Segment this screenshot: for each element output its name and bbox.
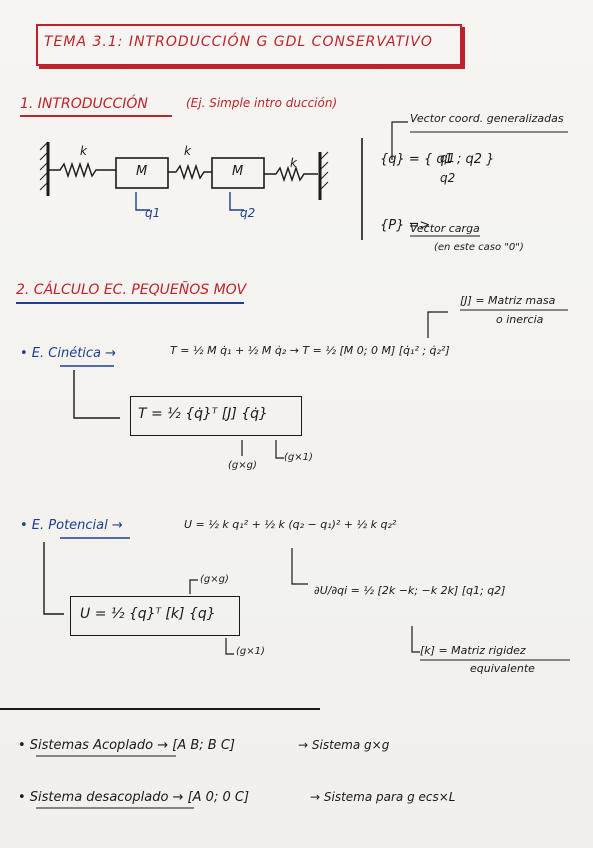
spring-3-label: k [290, 156, 297, 170]
pe-dim-arrow-2 [225, 638, 234, 655]
mass-1-label: M [136, 164, 148, 179]
potential-energy-box [70, 596, 240, 636]
dof-1-label: q1 [145, 206, 161, 220]
mass-2 [211, 157, 265, 189]
uncoupled-system-result: → Sistema para g ecs×L [310, 790, 456, 804]
coupled-system-result: → Sistema g×g [298, 738, 390, 752]
spring-2 [168, 163, 212, 181]
kinetic-energy-boxed: T = ½ {q̇}ᵀ [J] {q̇} [138, 406, 268, 422]
section1-note: (Ej. Simple intro ducción) [186, 96, 338, 110]
section-divider [0, 708, 320, 710]
stiffness-matrix-label: [k] = Matriz rigidez [420, 644, 526, 657]
spring-1-label: k [80, 144, 87, 158]
q1-arrow [135, 192, 150, 211]
p-vector: {P} => [380, 218, 431, 233]
mass-2-label: M [232, 164, 244, 179]
ke-dim-arrow-2 [275, 440, 284, 459]
uncoupled-system: • Sistema desacoplado → [A 0; 0 C] [18, 790, 250, 805]
mass-matrix-label: [J] = Matriz masa [460, 294, 556, 307]
q-vector-values-2: q2 [440, 171, 455, 185]
load-vector-note: (en este caso "0") [434, 242, 524, 253]
section1-heading: 1. INTRODUCCIÓN [20, 96, 148, 112]
mass-matrix-note: o inercia [496, 313, 544, 326]
pe-arrow [43, 542, 64, 615]
spring-3 [264, 165, 318, 183]
q-vector-values: q1 [440, 151, 455, 165]
kinetic-dim-matrix: (g×g) [228, 460, 257, 471]
kinetic-energy-label: • E. Cinética → [20, 346, 117, 361]
q2-arrow [229, 192, 244, 211]
stiff-arrow [411, 626, 420, 653]
coord-vector-label: Vector coord. generalizadas [410, 112, 564, 125]
spring-1 [48, 161, 116, 179]
dof-2-label: q2 [240, 206, 256, 220]
q-vector: {q} = { q1 ; q2 } [380, 152, 495, 167]
ke-arrow [73, 370, 120, 419]
title-box [36, 24, 462, 66]
coupled-system: • Sistemas Acoplado → [A B; B C] [18, 738, 235, 753]
potential-derivative: ∂U/∂qi = ½ [2k −k; −k 2k] [q1; q2] [314, 584, 506, 597]
potential-energy-equation: U = ½ k q₁² + ½ k (q₂ − q₁)² + ½ k q₂² [184, 518, 397, 531]
kinetic-energy-box [130, 396, 302, 436]
potential-dim-vector: (g×1) [236, 646, 265, 657]
section2-underline [16, 302, 244, 304]
page-title: TEMA 3.1: INTRODUCCIÓN G GDL CONSERVATIV… [44, 34, 433, 50]
spring-2-label: k [184, 144, 191, 158]
section1-underline [20, 115, 172, 117]
coord-arrow [391, 121, 408, 160]
potential-energy-label: • E. Potencial → [20, 518, 123, 533]
mass-1 [115, 157, 169, 189]
potential-dim-matrix: (g×g) [200, 574, 229, 585]
potential-energy-boxed: U = ½ {q}ᵀ [k] {q} [80, 606, 216, 622]
du-arrow [291, 548, 308, 585]
kinetic-energy-equation: T = ½ M q̇₁ + ½ M q̇₂ → T = ½ [M 0; 0 M]… [170, 344, 450, 357]
left-wall-hatch [39, 141, 49, 191]
stiffness-matrix-note: equivalente [470, 662, 535, 675]
right-wall-hatch [319, 151, 329, 191]
mass-matrix-arrow [427, 311, 448, 338]
load-vector-label: Vector carga [410, 222, 480, 235]
pe-dim-arrow-1 [189, 579, 198, 594]
kinetic-dim-vector: (g×1) [284, 452, 313, 463]
section2-heading: 2. CÁLCULO EC. PEQUEÑOS MOV [16, 282, 247, 298]
